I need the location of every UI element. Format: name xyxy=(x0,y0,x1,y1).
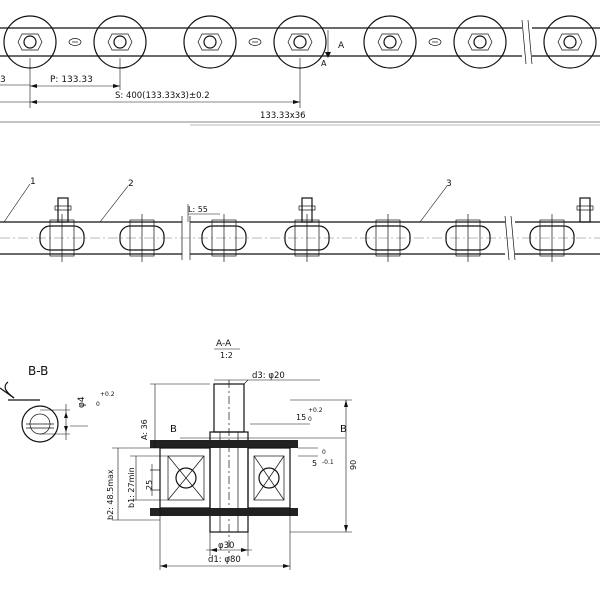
roller xyxy=(445,214,491,262)
dim-90: 90 xyxy=(349,460,358,470)
roller xyxy=(119,214,165,262)
b2-label: b2: 48.5max xyxy=(106,469,115,520)
side-view: 1 2 3 L: 55 xyxy=(0,177,600,262)
dim-label-3: 3 xyxy=(0,75,6,85)
attachment-pin xyxy=(54,197,72,223)
side-view-chain-body xyxy=(0,215,600,261)
dim-30: φ30 xyxy=(218,541,234,551)
roller xyxy=(365,214,411,262)
section-aa: A-A 1:2 xyxy=(106,339,358,570)
pitch-label: P: 133.33 xyxy=(50,75,93,85)
link-plate xyxy=(363,15,417,69)
offset-label: 5 xyxy=(312,459,317,468)
height-a-label: A: 36 xyxy=(140,419,149,440)
offset-tol-lower: -0.1 xyxy=(322,459,334,466)
cut-b-left: B xyxy=(170,424,177,435)
gap-dimension: L: 55 xyxy=(187,204,220,222)
section-mark-a-label: A xyxy=(338,41,345,51)
d3-label: d3: φ20 xyxy=(252,371,285,381)
lower-link-plate xyxy=(150,508,298,516)
section-mark-a-label-2: A xyxy=(321,59,327,68)
d1-label: d1: φ80 xyxy=(208,555,241,565)
offset-tol-upper: 0 xyxy=(322,449,326,456)
roller xyxy=(201,214,247,262)
b1-label: b1: 27min xyxy=(127,467,136,508)
attachment-pin xyxy=(298,197,316,223)
callout-3: 3 xyxy=(446,179,452,189)
attachment-pin xyxy=(576,197,594,223)
cut-b-right: B xyxy=(340,424,347,435)
section-bb-title: B-B xyxy=(28,364,48,378)
link-plate xyxy=(453,15,507,69)
angle-tol-lower: 0 xyxy=(308,416,312,423)
side-view-pins xyxy=(54,197,594,223)
hole-label: φ4 xyxy=(77,396,87,408)
dim-25: 25 xyxy=(145,480,154,490)
top-view-bars xyxy=(0,19,600,65)
hole-tol-lower: 0 xyxy=(96,401,100,408)
side-view-callouts: 1 2 3 xyxy=(3,177,452,223)
cut-plane-b: B B xyxy=(170,424,347,439)
top-view-dimensions: 3 P: 133.33 S: 400(133.33x3)±0.2 133.33x… xyxy=(0,58,600,126)
upper-link-plate xyxy=(150,440,298,448)
section-aa-dimensions: d3: φ20 15 +0.2 0 A: 36 5 0 -0.1 90 xyxy=(106,371,358,570)
shaft xyxy=(209,380,249,560)
gap-label: L: 55 xyxy=(188,205,208,214)
top-view-slots xyxy=(68,38,442,46)
roller xyxy=(529,214,575,262)
angle-tol-upper: +0.2 xyxy=(308,407,323,414)
link-plate xyxy=(543,15,597,69)
section-aa-title: A-A xyxy=(216,339,232,349)
total-length-label: 133.33x36 xyxy=(260,111,306,121)
span-label: S: 400(133.33x3)±0.2 xyxy=(115,91,210,101)
side-view-rollers xyxy=(39,214,575,262)
callout-1: 1 xyxy=(30,177,36,187)
section-mark-a: A A xyxy=(321,30,345,68)
section-aa-scale: 1:2 xyxy=(220,351,233,360)
top-view: A A 3 P: 133.33 S: 400(133.33x3)±0.2 133… xyxy=(0,15,600,126)
angle-label: 15 xyxy=(296,413,306,422)
hole-tol-upper: +0.2 xyxy=(100,391,115,398)
callout-2: 2 xyxy=(128,179,134,189)
section-bb: B-B φ4 +0.2 0 xyxy=(0,364,115,443)
roller-housing xyxy=(150,447,291,509)
link-plate xyxy=(183,15,237,69)
